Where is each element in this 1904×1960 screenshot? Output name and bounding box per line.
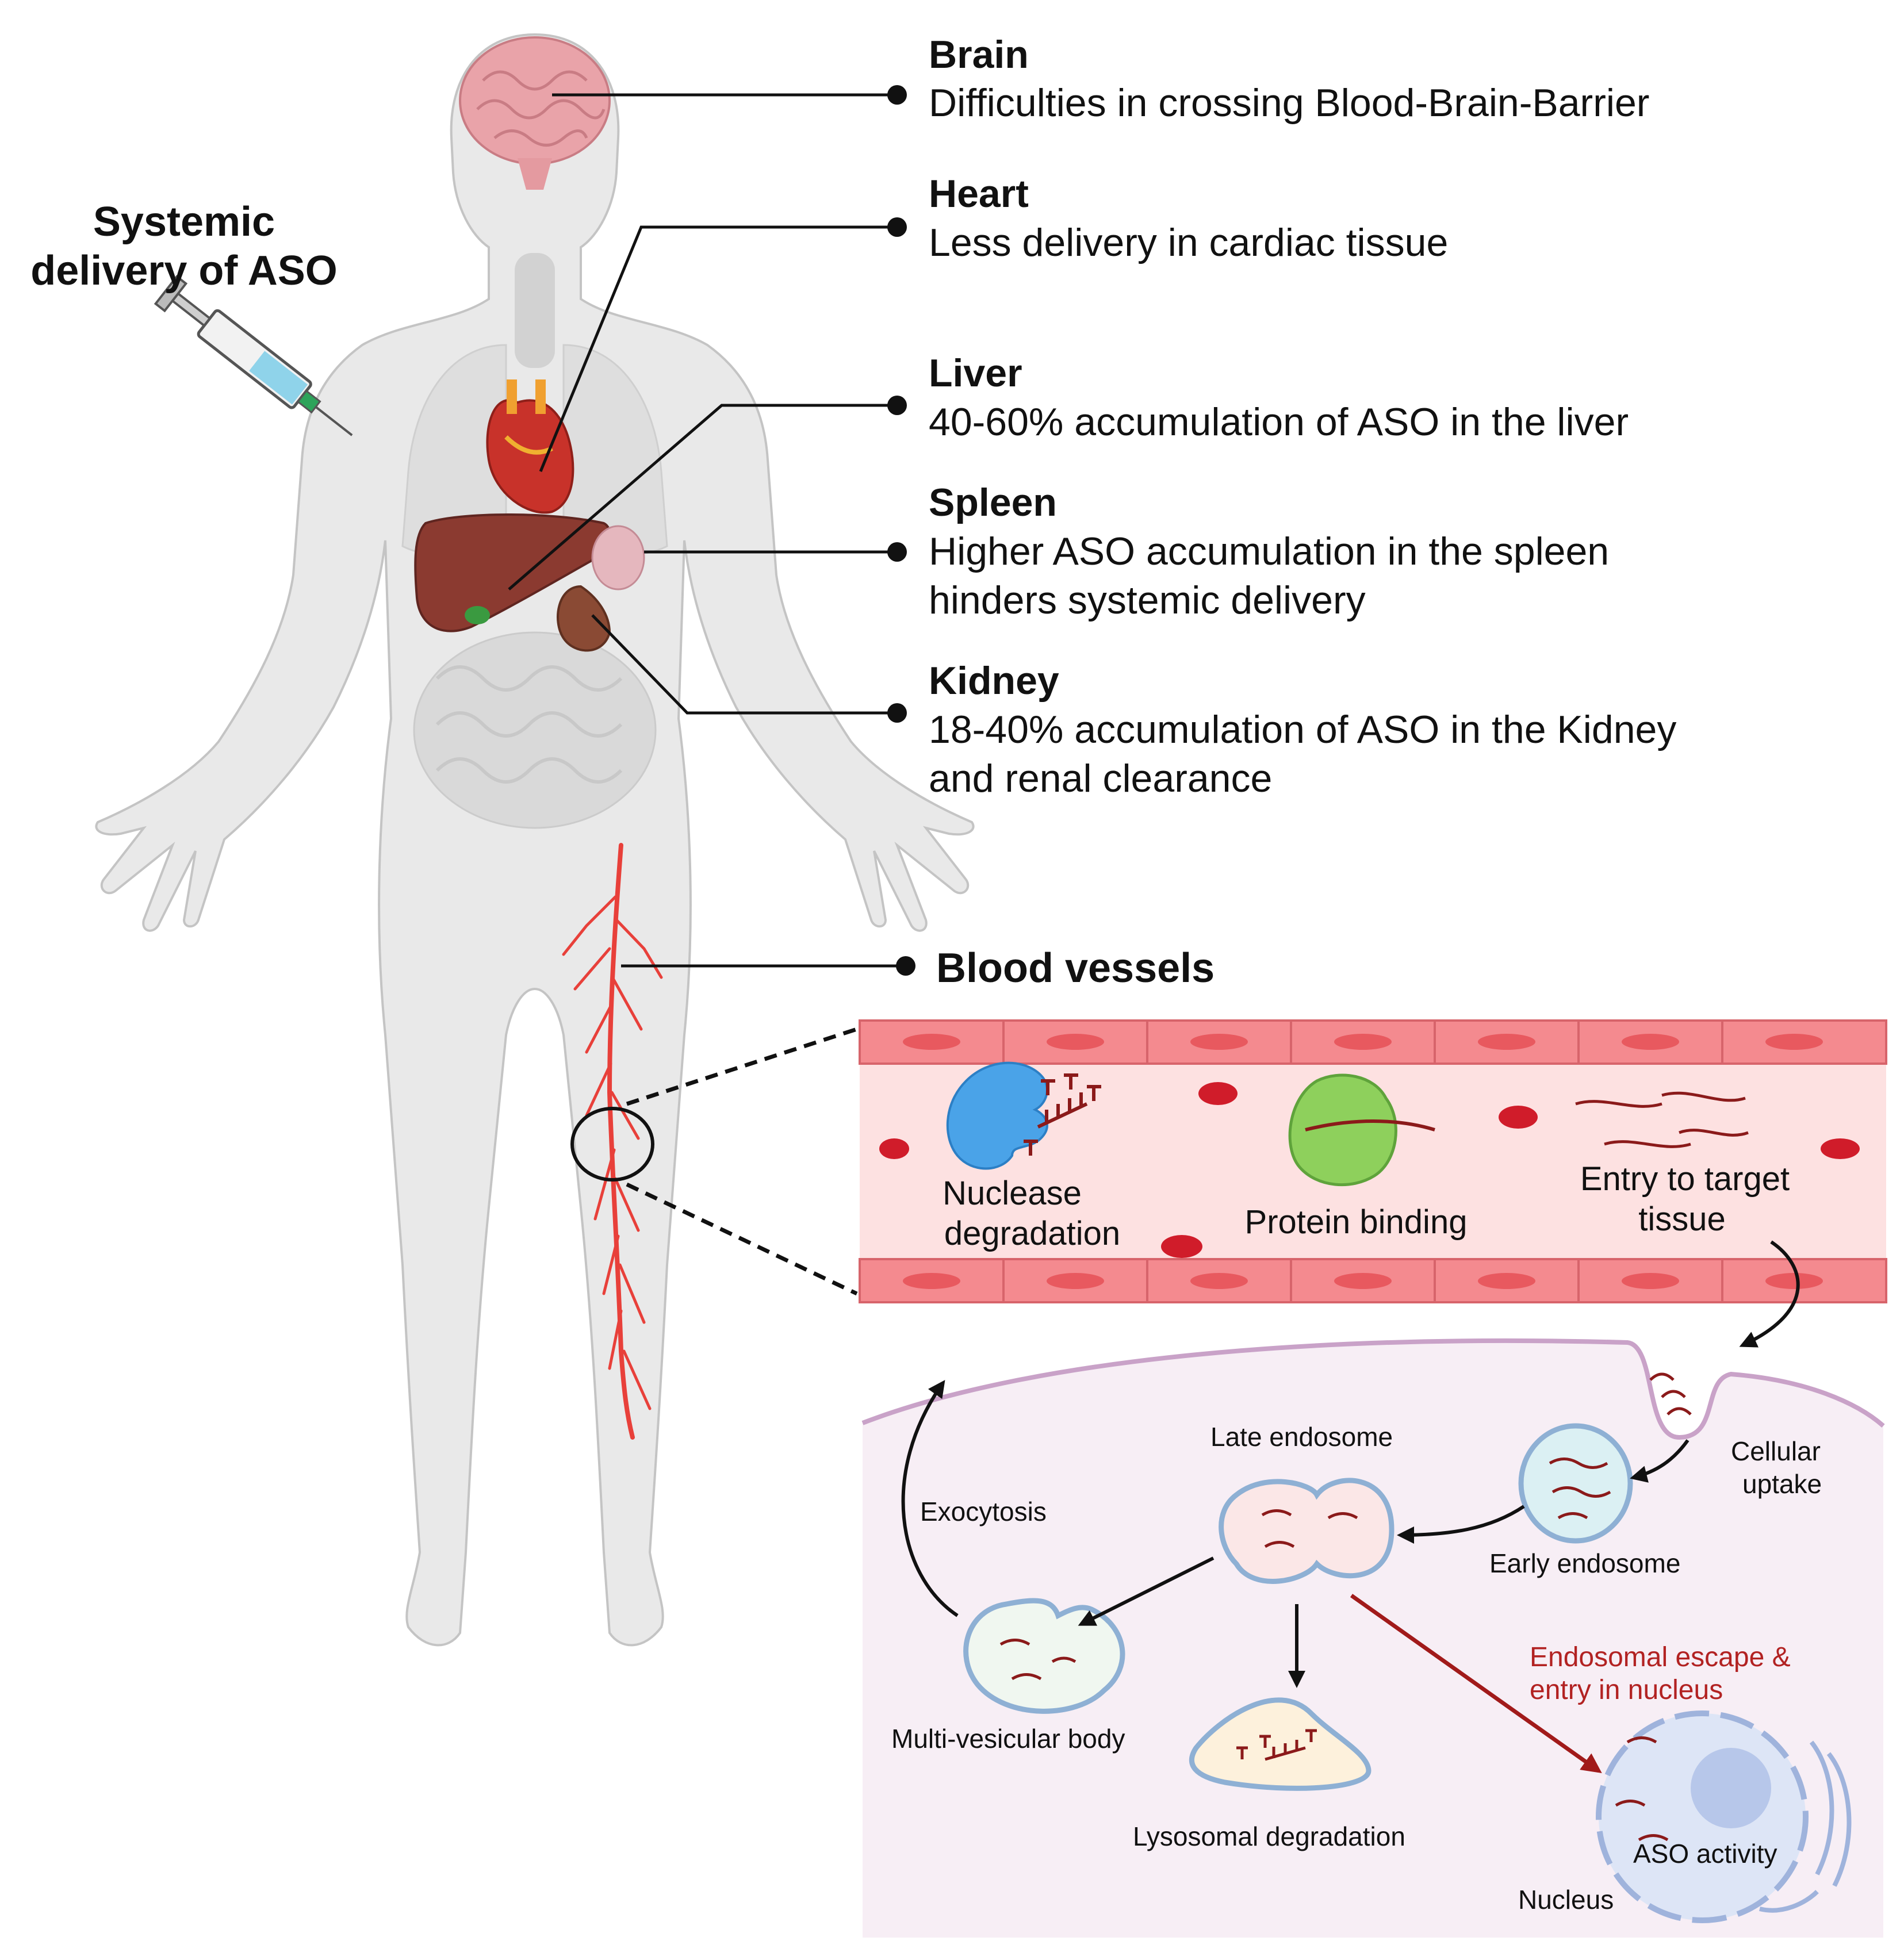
protein-blob xyxy=(1288,1073,1397,1187)
entry-label-1: Entry to target xyxy=(1580,1160,1790,1198)
cell-membrane xyxy=(861,1338,1885,1440)
gallbladder xyxy=(465,606,490,624)
cell-panel: Cellular uptake Early endosome Late endo… xyxy=(861,1338,1885,1938)
endosomal-escape-label-1: Endosomal escape & xyxy=(1530,1642,1791,1673)
vessel-top-wall xyxy=(859,1019,1887,1065)
arrow-endosomal-escape xyxy=(1350,1594,1602,1774)
lysosome xyxy=(1189,1697,1372,1791)
arrow-exocytosis xyxy=(901,1380,959,1617)
liver-desc: 40-60% accumulation of ASO in the liver xyxy=(929,400,1629,444)
multivesicular-body xyxy=(963,1598,1125,1714)
cellular-uptake-label-2: uptake xyxy=(1742,1469,1822,1499)
exocytosis-label: Exocytosis xyxy=(920,1497,1047,1526)
aso-activity-label: ASO activity xyxy=(1633,1839,1777,1869)
body-silhouette xyxy=(95,33,975,1647)
kidney-title: Kidney xyxy=(929,659,1059,703)
aso-fragments-nuclease xyxy=(1024,1073,1101,1156)
nucleus xyxy=(1596,1710,1852,1923)
kidney xyxy=(557,585,611,652)
free-aso-strands xyxy=(1575,1091,1749,1148)
arrow-to-cell xyxy=(1739,1240,1800,1348)
arrow-late-to-mvb xyxy=(1078,1556,1215,1626)
liver-title: Liver xyxy=(929,351,1022,395)
late-endosome-label: Late endosome xyxy=(1210,1422,1393,1452)
nuclease-enzyme xyxy=(946,1061,1048,1170)
brain-title: Brain xyxy=(929,33,1029,76)
spleen xyxy=(591,525,645,590)
nuclease-label-1: Nuclease xyxy=(943,1175,1082,1212)
multivesicular-body-label: Multi-vesicular body xyxy=(891,1724,1125,1754)
nucleus-label: Nucleus xyxy=(1518,1885,1614,1915)
leg-blood-vessels xyxy=(562,843,663,1440)
heart xyxy=(486,399,574,514)
systemic-label-line1: Systemic xyxy=(93,199,275,245)
systemic-label-line2: delivery of ASO xyxy=(30,248,338,294)
cellular-uptake-label-1: Cellular xyxy=(1731,1436,1821,1466)
arrow-early-to-late xyxy=(1397,1505,1525,1544)
nuclease-label-2: degradation xyxy=(944,1215,1120,1252)
spleen-desc-2: hinders systemic delivery xyxy=(929,578,1366,622)
spleen-title: Spleen xyxy=(929,481,1057,524)
callout-lines xyxy=(508,93,897,968)
heart-desc: Less delivery in cardiac tissue xyxy=(929,221,1448,264)
kidney-desc-1: 18-40% accumulation of ASO in the Kidney xyxy=(929,708,1676,751)
early-endosome xyxy=(1518,1423,1633,1544)
spleen-desc-1: Higher ASO accumulation in the spleen xyxy=(929,530,1609,573)
zoom-circle xyxy=(570,1107,654,1182)
brain xyxy=(459,36,611,165)
organ-list: Brain Difficulties in crossing Blood-Bra… xyxy=(929,33,1676,991)
aso-bound-to-protein xyxy=(1305,1119,1435,1131)
brain-desc: Difficulties in crossing Blood-Brain-Bar… xyxy=(929,81,1649,125)
lysosomal-degradation-label: Lysosomal degradation xyxy=(1133,1821,1405,1851)
early-endosome-label: Early endosome xyxy=(1489,1548,1680,1578)
trachea xyxy=(515,253,555,368)
vessel-bottom-wall xyxy=(859,1258,1887,1303)
intestines xyxy=(413,631,657,829)
entry-label-2: tissue xyxy=(1638,1200,1726,1238)
endosomal-escape-label-2: entry in nucleus xyxy=(1530,1675,1723,1705)
blood-vessel-panel: Nuclease degradation Protein binding Ent… xyxy=(859,1019,1887,1303)
syringe-icon xyxy=(154,275,353,436)
protein-binding-label: Protein binding xyxy=(1245,1203,1468,1241)
kidney-desc-2: and renal clearance xyxy=(929,757,1272,800)
heart-title: Heart xyxy=(929,172,1029,216)
red-blood-cells xyxy=(879,1082,1860,1258)
late-endosome xyxy=(1219,1478,1395,1584)
callout-dots xyxy=(887,85,915,976)
arrow-uptake xyxy=(1630,1439,1690,1483)
blood-vessels-label: Blood vessels xyxy=(936,945,1215,991)
endoplasmic-reticulum xyxy=(1759,1740,1852,1913)
human-body-illustration xyxy=(95,33,975,1647)
